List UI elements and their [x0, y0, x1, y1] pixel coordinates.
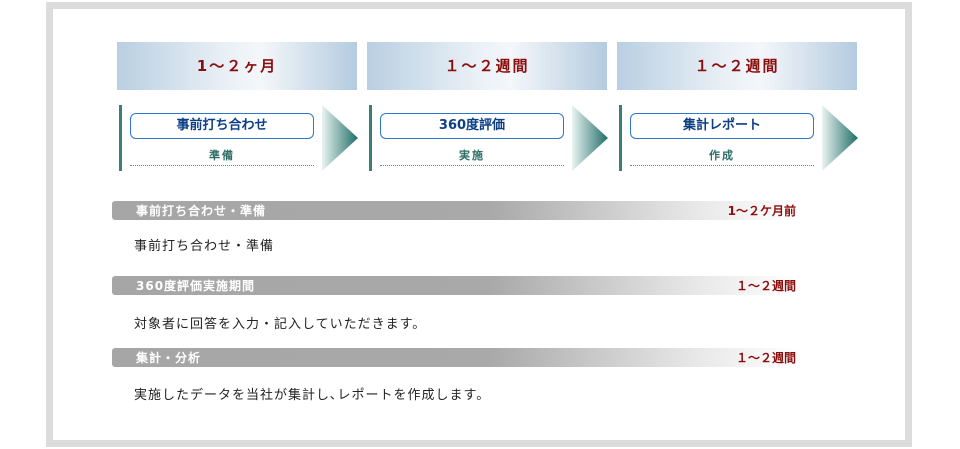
phase-duration-3: １～２週間 [617, 42, 857, 90]
section-body-2: 対象者に回答を入力・記入していただきます。 [134, 317, 427, 332]
section-header-2: 360度評価実施期間 １～２週間 [112, 276, 800, 295]
section-label: 集計・分析 [136, 351, 202, 365]
step-subtitle: 実施 [459, 149, 485, 162]
section-body-3: 実施したデータを当社が集計し､レポートを作成します。 [134, 388, 491, 403]
step-bar [369, 105, 372, 171]
section-header-3: 集計・分析 １～２週間 [112, 348, 800, 367]
section-duration: １～２週間 [735, 351, 796, 365]
section-body-1: 事前打ち合わせ・準備 [134, 239, 275, 254]
step-subtitle: 準備 [209, 149, 235, 162]
step-bar [619, 105, 622, 171]
arrow-right-icon [822, 105, 858, 171]
phase-duration-1: 1～２ヶ月 [117, 42, 357, 90]
section-duration: 1～２ケ月前 [727, 204, 796, 218]
step-bar [119, 105, 122, 171]
phase-step-1: 事前打ち合わせ 準備 [117, 105, 358, 171]
arrow-right-icon [322, 105, 358, 171]
phase-step-3: 集計レポート 作成 [617, 105, 858, 171]
step-title: 360度評価 [380, 113, 564, 139]
section-header-1: 事前打ち合わせ・準備 1～２ケ月前 [112, 201, 800, 220]
section-duration: １～２週間 [735, 279, 796, 293]
step-title: 集計レポート [630, 113, 814, 139]
dotted-divider [630, 165, 814, 166]
phase-duration-2: １～２週間 [367, 42, 607, 90]
dotted-divider [380, 165, 564, 166]
step-subtitle: 作成 [709, 149, 735, 162]
arrow-right-icon [572, 105, 608, 171]
phase-step-2: 360度評価 実施 [367, 105, 608, 171]
section-label: 事前打ち合わせ・準備 [136, 204, 267, 218]
step-title: 事前打ち合わせ [130, 113, 314, 139]
dotted-divider [130, 165, 314, 166]
section-label: 360度評価実施期間 [136, 279, 256, 293]
